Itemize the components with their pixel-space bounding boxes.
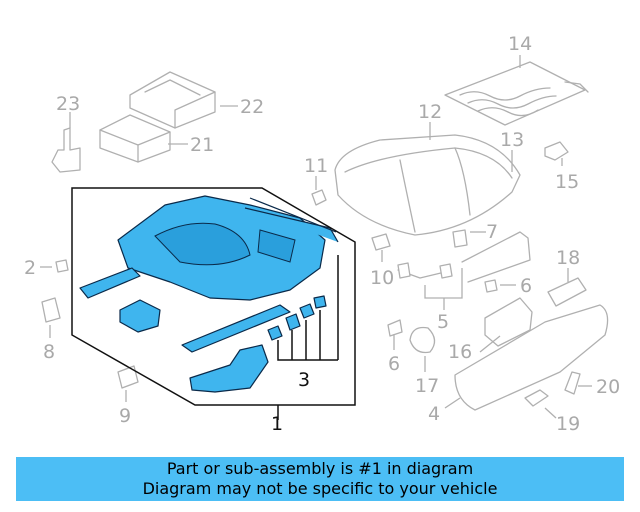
leader-lines <box>40 55 592 420</box>
cap-part <box>117 365 139 389</box>
callout-13: 13 <box>500 129 524 151</box>
callout-8: 8 <box>43 341 55 363</box>
callout-7: 7 <box>486 221 498 243</box>
callout-17: 17 <box>415 375 439 397</box>
banner-line-1: Part or sub-assembly is #1 in diagram <box>166 459 474 478</box>
callout-9: 9 <box>119 405 131 427</box>
grommet-part <box>409 326 436 354</box>
callout-11: 11 <box>304 155 328 177</box>
switch-18-part <box>547 277 587 307</box>
callout-20: 20 <box>596 376 620 398</box>
callout-10: 10 <box>370 267 394 289</box>
callout-6a: 6 <box>388 353 400 375</box>
banner-line-2: Diagram may not be specific to your vehi… <box>142 479 498 498</box>
seat-frame-assembly-part <box>79 195 339 393</box>
side-shield-part <box>454 304 609 411</box>
callout-2: 2 <box>24 257 36 279</box>
callout-6b: 6 <box>520 275 532 297</box>
control-module-part <box>129 71 216 129</box>
clip-7-part <box>452 229 468 248</box>
knob-20-part <box>564 371 581 395</box>
harness-part <box>371 233 453 279</box>
callout-5: 5 <box>437 311 449 333</box>
callout-12: 12 <box>418 101 442 123</box>
callout-16: 16 <box>448 341 472 363</box>
bracket-part <box>51 127 81 173</box>
wire-part <box>461 231 531 283</box>
assembly-outline <box>71 187 356 406</box>
screw-6b-part <box>484 279 498 293</box>
seat-cushion-part <box>334 134 521 236</box>
switch-part <box>544 141 569 161</box>
callout-21: 21 <box>190 134 214 156</box>
callout-1: 1 <box>271 413 283 435</box>
screw-6-part <box>387 319 403 345</box>
callout-labels: 1 3 2 4 5 6 6 7 8 9 10 11 12 13 14 15 16… <box>24 33 620 435</box>
callout-3: 3 <box>298 369 310 391</box>
bolt-part <box>55 259 69 273</box>
parts-diagram: 1 3 2 4 5 6 6 7 8 9 10 11 12 13 14 15 16… <box>24 33 620 435</box>
callout-14: 14 <box>508 33 532 55</box>
callout-19: 19 <box>556 413 580 435</box>
bracket-8-part <box>41 297 61 323</box>
callout-4: 4 <box>428 403 440 425</box>
seat-heater-pad-part <box>444 61 589 126</box>
clip-part <box>311 189 327 206</box>
callout-22: 22 <box>240 96 264 118</box>
motor-16-part <box>484 297 533 347</box>
callout-18: 18 <box>556 247 580 269</box>
callout-23: 23 <box>56 93 80 115</box>
knob-19-part <box>524 389 549 407</box>
control-unit-part <box>99 114 171 163</box>
info-banner: Part or sub-assembly is #1 in diagram Di… <box>16 457 624 501</box>
callout-15: 15 <box>555 171 579 193</box>
